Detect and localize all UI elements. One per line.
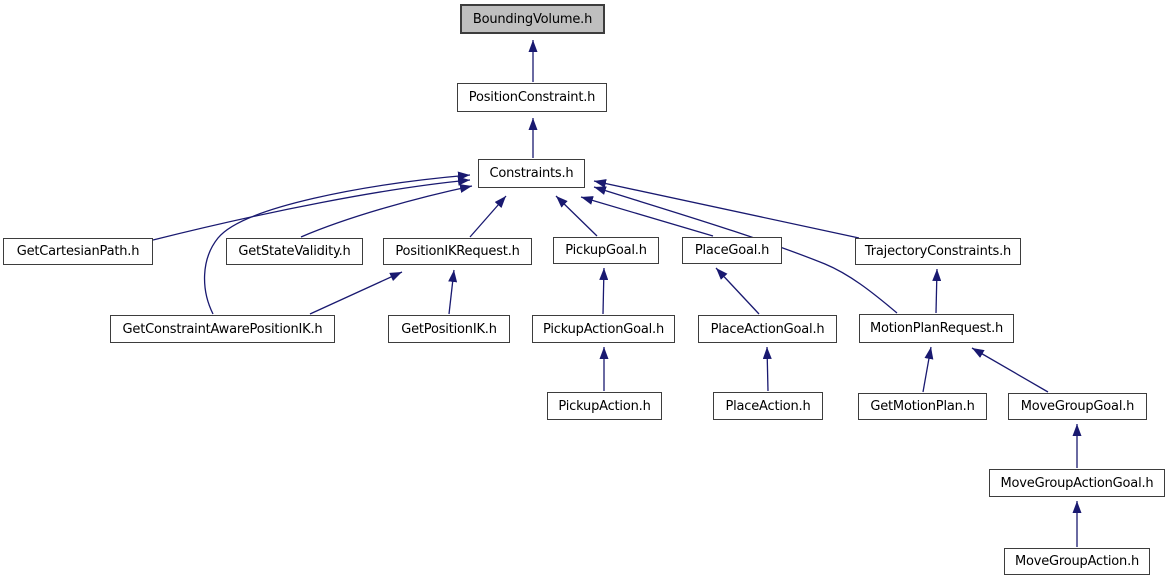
- node-get-constraint-aware-position-ik[interactable]: GetConstraintAwarePositionIK.h: [110, 315, 335, 343]
- edge-position-ik-request-to-constraints: [469, 195, 507, 238]
- node-pickup-goal[interactable]: PickupGoal.h: [553, 237, 659, 264]
- node-pickup-action[interactable]: PickupAction.h: [547, 392, 662, 420]
- edge-get-state-validity-to-constraints: [300, 184, 473, 238]
- node-constraints[interactable]: Constraints.h: [478, 159, 585, 188]
- node-pickup-action-goal[interactable]: PickupActionGoal.h: [532, 315, 675, 343]
- node-position-constraint[interactable]: PositionConstraint.h: [457, 83, 607, 112]
- node-position-ik-request[interactable]: PositionIKRequest.h: [383, 238, 532, 265]
- edge-trajectory-constraints-to-constraints: [593, 179, 860, 239]
- edge-get-constraint-aware-position-ik-to-position-ik-request: [309, 271, 403, 315]
- node-move-group-goal[interactable]: MoveGroupGoal.h: [1008, 393, 1147, 420]
- edge-pickup-goal-to-constraints: [555, 195, 598, 237]
- edge-get-cartesian-path-to-constraints: [152, 176, 471, 241]
- edge-move-group-goal-to-motion-plan-request: [971, 347, 1049, 393]
- node-trajectory-constraints[interactable]: TrajectoryConstraints.h: [855, 238, 1021, 265]
- edge-get-motion-plan-to-motion-plan-request: [922, 346, 934, 393]
- edge-get-position-ik-to-position-ik-request: [448, 269, 458, 315]
- edge-motion-plan-request-to-trajectory-constraints: [932, 268, 942, 314]
- node-place-goal[interactable]: PlaceGoal.h: [682, 237, 782, 264]
- edge-place-action-to-place-action-goal: [762, 346, 772, 392]
- node-motion-plan-request[interactable]: MotionPlanRequest.h: [859, 314, 1014, 343]
- node-move-group-action-goal[interactable]: MoveGroupActionGoal.h: [989, 469, 1165, 497]
- node-get-position-ik[interactable]: GetPositionIK.h: [388, 315, 510, 343]
- node-move-group-action[interactable]: MoveGroupAction.h: [1004, 548, 1150, 575]
- node-get-motion-plan[interactable]: GetMotionPlan.h: [858, 393, 987, 420]
- node-place-action-goal[interactable]: PlaceActionGoal.h: [698, 315, 837, 343]
- edge-place-action-goal-to-place-goal: [715, 267, 760, 315]
- node-place-action[interactable]: PlaceAction.h: [713, 392, 823, 420]
- edge-pickup-action-goal-to-pickup-goal: [599, 267, 609, 315]
- node-get-state-validity[interactable]: GetStateValidity.h: [226, 238, 363, 265]
- edge-place-goal-to-constraints: [580, 196, 714, 237]
- node-bounding-volume: BoundingVolume.h: [460, 4, 605, 34]
- node-get-cartesian-path[interactable]: GetCartesianPath.h: [3, 238, 153, 265]
